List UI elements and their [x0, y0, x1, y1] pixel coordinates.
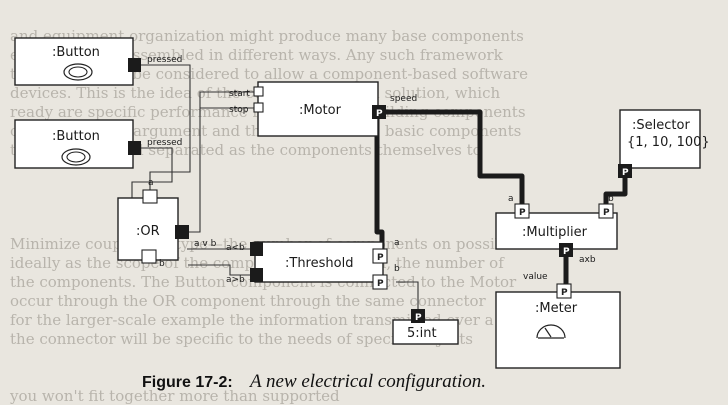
multiplier-axb-port [559, 243, 573, 257]
button-icon [63, 63, 93, 81]
meter-value-label: value [523, 272, 548, 282]
threshold-altb-port [250, 242, 263, 256]
multiplier-axb-p: P [563, 247, 570, 257]
wire-threshold-int [396, 281, 419, 315]
button2-title: :Button [52, 129, 100, 144]
threshold-box [254, 241, 384, 283]
threshold-a-label: a [394, 238, 400, 248]
selector-component[interactable]: :Selector {1, 10, 100} P [618, 109, 710, 178]
threshold-agtb-port [250, 268, 263, 282]
meter-title: :Meter [535, 301, 578, 316]
bg-line: the connector will be specific to the ne… [10, 330, 473, 348]
int-out-port [411, 309, 425, 323]
motor-stop-port [253, 102, 264, 113]
threshold-b-p: P [377, 279, 384, 289]
threshold-a-port [372, 248, 388, 264]
selector-out-p: P [622, 168, 629, 178]
multiplier-a-label: a [508, 194, 514, 204]
meter-value-port [556, 283, 572, 299]
selector-box [619, 109, 701, 169]
multiplier-axb-label: axb [579, 255, 596, 265]
wire-agtb [188, 264, 252, 276]
meter-value-p: P [561, 288, 568, 298]
meter-component[interactable]: :Meter P value [495, 272, 621, 369]
button2-box [14, 119, 134, 169]
threshold-a-p: P [377, 253, 384, 263]
caption-title: A new electrical configuration. [248, 371, 486, 392]
multiplier-title: :Multiplier [522, 225, 588, 240]
wire-button1-or [139, 64, 191, 190]
button1-title: :Button [52, 45, 100, 60]
multiplier-a-port [514, 203, 530, 219]
figure-caption: Figure 17-2: A new electrical configurat… [142, 371, 486, 392]
or-b-label: b [159, 259, 165, 269]
or-avb-port [175, 225, 189, 239]
threshold-title: :Threshold [285, 256, 353, 271]
selector-values: {1, 10, 100} [627, 135, 710, 150]
threshold-agtb-label: a>b [226, 275, 245, 285]
motor-speed-port [372, 105, 386, 119]
motor-title: :Motor [299, 103, 342, 118]
multiplier-box [495, 212, 618, 250]
gauge-icon [536, 324, 566, 339]
caption-prefix: Figure 17-2: [142, 374, 233, 391]
button2-pressed-port [128, 141, 141, 155]
or-b-port [141, 249, 157, 264]
or-avb-label: a v b [194, 239, 217, 249]
multiplier-b-port [598, 203, 614, 219]
bg-line: you won't fit together more than support… [9, 387, 340, 405]
wire-motor-multiplier [380, 109, 525, 208]
button-component-2[interactable]: :Button pressed [14, 119, 182, 169]
threshold-b-port [372, 274, 388, 290]
button1-pressed-label: pressed [147, 55, 182, 65]
motor-speed-p: P [376, 109, 383, 119]
selector-title: :Selector [632, 118, 690, 133]
int-out-p: P [415, 313, 422, 323]
threshold-component[interactable]: :Threshold a<b a>b P a P b [226, 238, 400, 290]
threshold-b-label: b [394, 264, 400, 274]
multiplier-a-p: P [519, 208, 526, 218]
bg-line: occur through the OR component through t… [10, 292, 487, 310]
threshold-altb-label: a<b [226, 243, 245, 253]
or-a-label: a [148, 178, 154, 188]
bg-line: and equipment organization might produce… [10, 27, 524, 45]
selector-out-port [618, 164, 632, 178]
int-component[interactable]: 5:int P [392, 309, 459, 345]
motor-speed-label: speed [390, 94, 417, 104]
int-title: 5:int [407, 326, 437, 341]
multiplier-b-p: P [603, 208, 610, 218]
wire-or-start [187, 91, 260, 233]
motor-box [257, 81, 379, 137]
button1-pressed-port [128, 58, 141, 72]
button-component-1[interactable]: :Button pressed [14, 37, 182, 86]
button2-pressed-label: pressed [147, 138, 182, 148]
multiplier-component[interactable]: :Multiplier P a P b P axb [495, 194, 618, 265]
or-title: :OR [136, 224, 160, 239]
multiplier-b-label: b [608, 194, 614, 204]
button-icon [61, 148, 91, 166]
bg-line: for the larger-scale example the informa… [10, 311, 494, 329]
motor-component[interactable]: :Motor start stop P speed [229, 81, 417, 137]
motor-start-label: start [229, 89, 250, 99]
int-box [392, 319, 459, 345]
motor-start-port [253, 86, 264, 97]
wire-selector-multiplier [603, 172, 628, 208]
or-component[interactable]: :OR a b a v b [117, 178, 217, 269]
motor-stop-label: stop [229, 105, 249, 115]
meter-box [495, 291, 621, 369]
or-a-port [142, 189, 158, 204]
